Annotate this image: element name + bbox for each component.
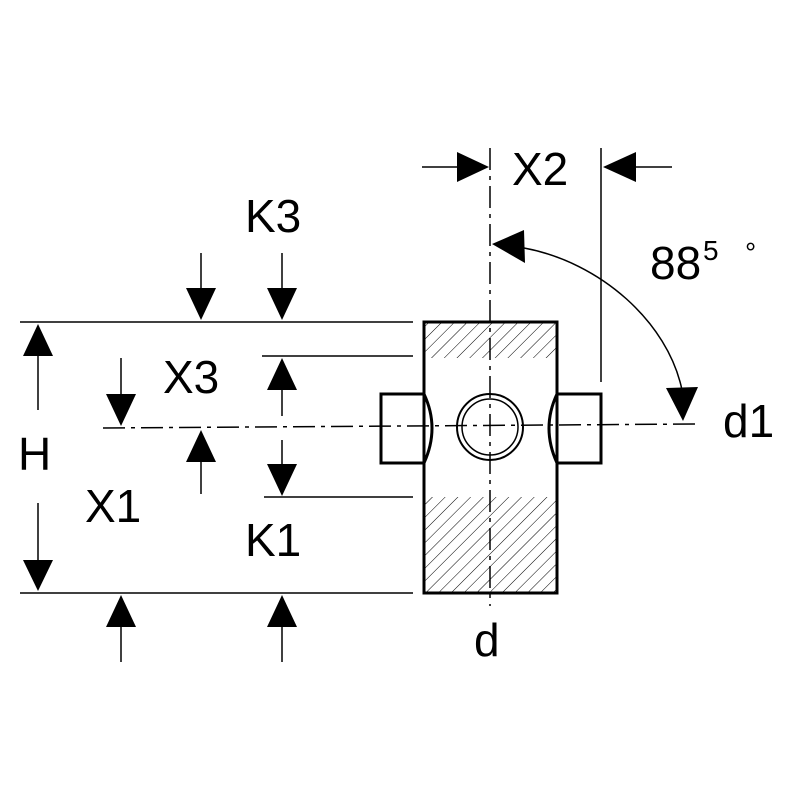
label-h: H (18, 428, 51, 480)
label-angle-sup: 5 (703, 235, 719, 266)
angle-dimension (492, 230, 698, 421)
right-branch (547, 392, 603, 465)
label-k3: K3 (245, 190, 301, 242)
label-angle-deg: ° (745, 237, 756, 268)
x2-dimension (422, 152, 672, 182)
label-d1: d1 (723, 395, 774, 447)
x1-k1-arrows (186, 430, 297, 496)
x3-arrows (106, 358, 297, 426)
label-angle-base: 88 (650, 237, 701, 289)
label-x2: X2 (512, 143, 568, 195)
label-k1: K1 (245, 514, 301, 566)
label-x3: X3 (163, 351, 219, 403)
label-angle: 88 (650, 237, 701, 289)
h-dimension (23, 324, 53, 591)
bottom-arrows (106, 595, 297, 662)
k3-arrows (186, 253, 297, 320)
label-x1: X1 (85, 480, 141, 532)
left-branch (379, 392, 434, 465)
horizontal-centerline (102, 423, 701, 429)
label-d: d (474, 614, 500, 666)
